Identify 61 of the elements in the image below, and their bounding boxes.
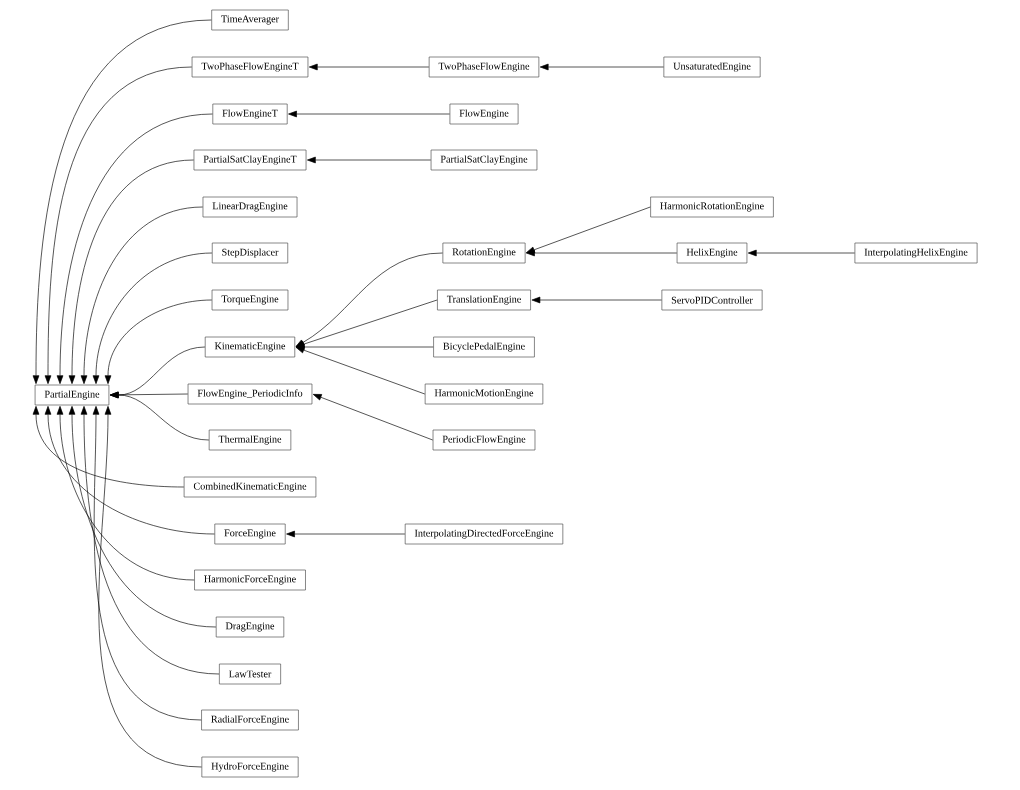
class-box: TorqueEngine (211, 289, 289, 311)
arrow (747, 249, 855, 257)
class-box: ServoPIDController (661, 289, 763, 311)
arrow (92, 406, 202, 721)
class-box: HydroForceEngine (201, 756, 299, 778)
class-box: BicyclePedalEngine (433, 336, 535, 358)
arrow (295, 346, 426, 395)
class-box: TwoPhaseFlowEngineT (191, 56, 309, 78)
class-box: FlowEngineT (212, 103, 288, 125)
arrow (526, 249, 678, 257)
class-box: DragEngine (215, 616, 285, 638)
arrow (286, 530, 406, 538)
class-box: RotationEngine (442, 242, 526, 264)
arrow (531, 296, 662, 304)
arrow (98, 406, 202, 768)
arrow (80, 206, 203, 384)
arrow (104, 299, 213, 384)
class-box: FlowEngine (449, 103, 519, 125)
arrow (44, 66, 193, 384)
class-box: PartialSatClayEngineT (193, 149, 307, 171)
class-box: InterpolatingDirectedForceEngine (404, 523, 564, 545)
class-box: TimeAverager (211, 9, 289, 31)
class-box: HarmonicForceEngine (194, 569, 306, 591)
class-box: PartialEngine (34, 384, 110, 406)
class-box: FlowEngine_PeriodicInfo (187, 383, 313, 405)
arrow (539, 63, 664, 71)
class-box: RadialForceEngine (201, 709, 299, 731)
arrow (80, 406, 220, 675)
arrow (109, 391, 210, 441)
class-box: HelixEngine (676, 242, 748, 264)
class-box: PartialSatClayEngine (430, 149, 538, 171)
arrow (56, 113, 213, 384)
arrow (68, 159, 194, 384)
arrow (288, 110, 450, 118)
arrow (295, 252, 443, 347)
class-box: LinearDragEngine (202, 196, 298, 218)
arrow (32, 19, 212, 384)
arrow (312, 394, 434, 441)
class-box: CombinedKinematicEngine (183, 476, 317, 498)
arrow (68, 406, 217, 628)
arrow (307, 156, 432, 164)
class-box: UnsaturatedEngine (663, 56, 761, 78)
class-box: ThermalEngine (208, 429, 292, 451)
arrow (44, 406, 215, 535)
class-box: HarmonicRotationEngine (650, 196, 774, 218)
arrow (526, 206, 651, 253)
arrow (295, 299, 438, 348)
class-box: TranslationEngine (437, 289, 531, 311)
arrow (308, 63, 430, 71)
class-box: KinematicEngine (204, 336, 296, 358)
arrow (56, 406, 195, 581)
class-box: HarmonicMotionEngine (424, 383, 544, 405)
class-box: InterpolatingHelixEngine (854, 242, 978, 264)
class-box: PeriodicFlowEngine (432, 429, 536, 451)
class-box: LawTester (219, 663, 281, 685)
class-box: TwoPhaseFlowEngine (428, 56, 540, 78)
arrow (32, 406, 185, 488)
arrow (92, 252, 213, 384)
class-box: ForceEngine (214, 523, 286, 545)
arrow (295, 343, 434, 351)
class-box: StepDisplacer (211, 242, 289, 264)
